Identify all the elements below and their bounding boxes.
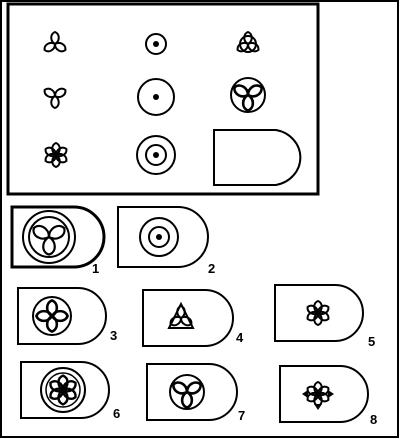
small-circle-with-dot-icon xyxy=(145,33,167,55)
option-1[interactable] xyxy=(10,205,106,269)
circle-with-four-petals-icon xyxy=(32,296,72,336)
flower-with-arrows-icon xyxy=(302,381,334,410)
option-6[interactable] xyxy=(20,361,110,419)
circle-with-six-petal-flower-icon xyxy=(40,367,86,413)
option-3[interactable] xyxy=(17,287,107,345)
blank-answer-tag xyxy=(213,129,302,186)
option-1-label: 1 xyxy=(92,261,99,276)
option-4[interactable] xyxy=(142,289,234,347)
large-circle-with-dot-icon xyxy=(137,78,175,116)
option-5[interactable] xyxy=(274,284,364,342)
option-6-label: 6 xyxy=(113,406,120,421)
option-7-label: 7 xyxy=(238,408,245,423)
option-4-label: 4 xyxy=(236,330,244,345)
concentric-circles-with-dot-icon xyxy=(136,135,176,175)
triquetra-knot-icon xyxy=(234,31,262,55)
option-2-label: 2 xyxy=(208,261,215,276)
concentric-circles-with-dot-icon xyxy=(139,217,179,257)
circle-with-three-petals-icon xyxy=(230,77,266,113)
option-8[interactable] xyxy=(279,365,369,423)
option-7[interactable] xyxy=(146,363,238,421)
six-petal-flower-icon xyxy=(304,300,332,326)
circle-with-three-petals-double-ring-icon xyxy=(22,210,76,264)
option-8-label: 8 xyxy=(370,412,377,427)
option-3-label: 3 xyxy=(110,328,117,343)
triquetra-knot-icon xyxy=(167,301,195,329)
option-2[interactable] xyxy=(117,206,209,268)
option-5-label: 5 xyxy=(368,334,375,349)
circle-with-three-petals-icon xyxy=(169,374,205,410)
